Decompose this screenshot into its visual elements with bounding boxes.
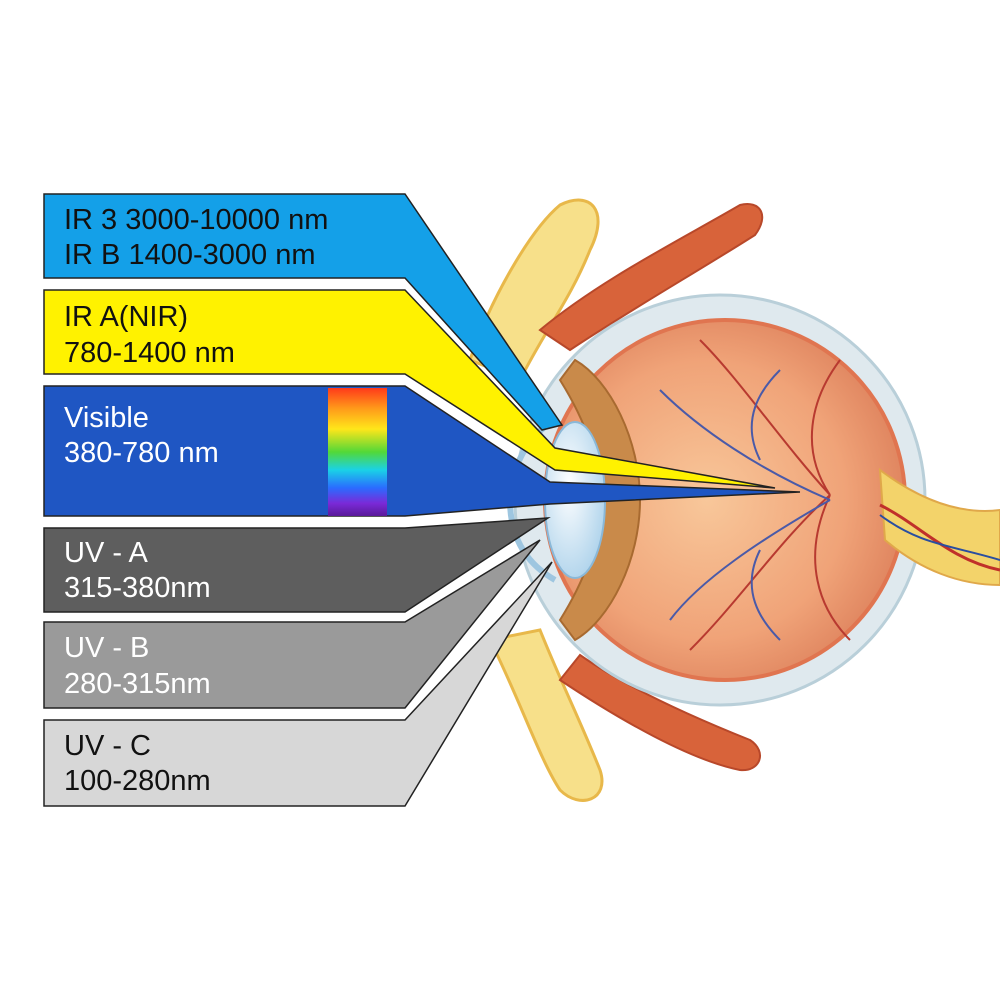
label-ir3-line2: IR B 1400-3000 nm: [64, 239, 315, 271]
label-visible-line1: Visible: [64, 402, 149, 434]
label-uvc: UV - C 100-280nm: [64, 730, 211, 797]
label-uvb-line1: UV - B: [64, 632, 149, 664]
label-uva-line2: 315-380nm: [64, 572, 211, 604]
label-ira: IR A(NIR) 780-1400 nm: [64, 301, 235, 369]
band-visible-shape: [43, 385, 801, 517]
label-visible: Visible 380-780 nm: [64, 402, 219, 469]
label-uva: UV - A 315-380nm: [64, 537, 211, 604]
label-uva-line1: UV - A: [64, 537, 148, 569]
label-uvc-line2: 100-280nm: [64, 765, 211, 797]
band-ira-shape: [43, 289, 776, 489]
visible-spectrum-strip: [328, 388, 387, 516]
optic-vessel-blue: [879, 514, 1000, 561]
label-uvc-line1: UV - C: [64, 730, 151, 762]
band-ir3-shape: [43, 193, 564, 431]
orbit-bone-lower: [487, 628, 604, 802]
label-ira-line1: IR A(NIR): [64, 301, 188, 333]
muscle-lower: [558, 653, 762, 772]
optic-vessel-red: [879, 503, 1000, 572]
band-uvc-shape: [43, 561, 553, 807]
label-ira-line2: 780-1400 nm: [64, 337, 235, 369]
retina-vessels: [689, 339, 851, 651]
optic-nerve: [878, 467, 1000, 587]
label-ir3: IR 3 3000-10000 nm IR B 1400-3000 nm: [64, 204, 328, 271]
label-uvb-line2: 280-315nm: [64, 668, 211, 700]
label-visible-line2: 380-780 nm: [64, 437, 219, 469]
label-uvb: UV - B 280-315nm: [64, 632, 211, 700]
band-uvb-shape: [43, 539, 541, 709]
band-uva-shape: [43, 517, 551, 613]
retina-vessels-blue: [659, 369, 831, 641]
label-ir3-line1: IR 3 3000-10000 nm: [64, 204, 328, 236]
muscle-upper: [538, 203, 764, 352]
